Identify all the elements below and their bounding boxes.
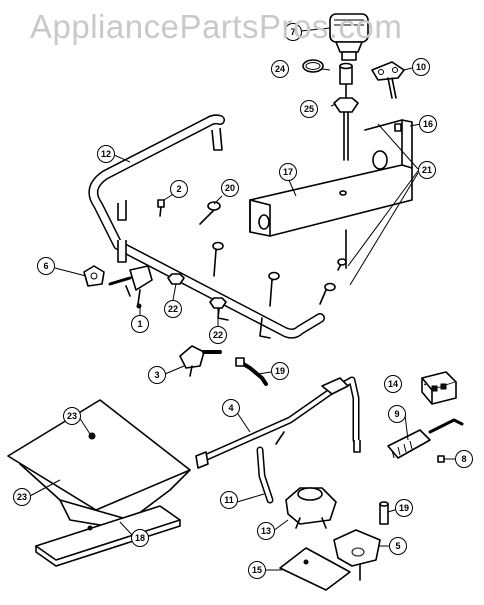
callout-15: 15 (248, 561, 266, 579)
callout-2: 2 (170, 180, 188, 198)
mounting-plate (279, 547, 351, 591)
callout-19a: 19 (271, 362, 289, 380)
callout-6: 6 (37, 257, 55, 275)
callout-21: 23 (63, 407, 81, 425)
callout-22b: 21 (418, 161, 436, 179)
callout-7: 7 (284, 23, 302, 41)
svg-text:14: 14 (388, 379, 398, 389)
svg-text:15: 15 (252, 565, 262, 575)
svg-text:1: 1 (137, 319, 142, 329)
callout-22a: 20 (221, 179, 239, 197)
callout-8: 8 (455, 450, 473, 468)
callout-9: 9 (388, 405, 406, 423)
terminal-block (421, 371, 457, 405)
callout-23a: 22 (164, 300, 182, 318)
callout-20: 23 (13, 488, 31, 506)
valve-fitting-3 (179, 345, 222, 377)
nut-23b (209, 297, 227, 309)
callout-12: 12 (97, 145, 115, 163)
burner-valve (108, 265, 153, 309)
mounting-bracket (249, 119, 413, 237)
valve-bracket (371, 61, 405, 99)
screw-8 (437, 455, 445, 463)
svg-text:23: 23 (17, 492, 27, 502)
svg-text:5: 5 (395, 541, 400, 551)
safety-valve (333, 529, 381, 581)
svg-text:19: 19 (275, 366, 285, 376)
nut-23a (167, 273, 185, 285)
leader-lines (27, 27, 455, 571)
manifold-pipe (88, 114, 325, 339)
fitting-19a (235, 357, 268, 386)
gas-tube (195, 376, 361, 469)
watermark: AppliancePartsPros.com (30, 8, 403, 45)
svg-text:3: 3 (154, 370, 159, 380)
orifice-fittings (199, 201, 347, 307)
svg-text:6: 6 (43, 261, 48, 271)
callout-10: 10 (412, 58, 430, 76)
pressure-regulator (285, 487, 337, 529)
svg-text:11: 11 (224, 495, 234, 505)
callout-16: 16 (419, 115, 437, 133)
svg-text:13: 13 (261, 526, 271, 536)
svg-text:8: 8 (461, 454, 466, 464)
valve-bracket-6 (83, 265, 105, 287)
svg-text:4: 4 (228, 403, 233, 413)
callout-17: 17 (279, 163, 297, 181)
callout-14: 14 (384, 375, 402, 393)
svg-text:23: 23 (67, 411, 77, 421)
callout-19b: 19 (395, 499, 413, 517)
svg-text:21: 21 (422, 165, 432, 175)
svg-text:20: 20 (225, 183, 235, 193)
hex-nut (333, 97, 359, 113)
igniter (387, 418, 464, 459)
regulator-tube (343, 111, 349, 161)
callout-3: 3 (148, 366, 166, 384)
callout-11: 11 (220, 491, 238, 509)
svg-text:10: 10 (416, 62, 426, 72)
regulator-stem (339, 62, 353, 85)
svg-text:16: 16 (423, 119, 433, 129)
callout-25: 25 (300, 100, 318, 118)
callouts: 7 24 10 25 16 12 2 20 17 21 6 1 22 22 3 … (13, 23, 473, 579)
svg-text:17: 17 (283, 167, 293, 177)
svg-text:25: 25 (304, 104, 314, 114)
callout-4: 4 (222, 399, 240, 417)
screw-2 (157, 199, 165, 217)
svg-text:19: 19 (399, 503, 409, 513)
callout-13: 13 (257, 522, 275, 540)
callout-24: 24 (271, 60, 289, 78)
screw-21 (88, 432, 96, 440)
svg-text:18: 18 (135, 533, 145, 543)
o-ring (302, 59, 324, 73)
svg-text:2: 2 (176, 184, 181, 194)
svg-text:7: 7 (290, 27, 295, 37)
burner-bracket-strip (35, 505, 181, 567)
svg-text:9: 9 (394, 409, 399, 419)
svg-text:22: 22 (168, 304, 178, 314)
flex-tube (256, 431, 285, 504)
callout-1: 1 (131, 315, 149, 333)
callout-23b: 22 (209, 326, 227, 344)
regulator-cap (329, 13, 369, 61)
svg-text:22: 22 (213, 330, 223, 340)
callout-5: 5 (389, 537, 407, 555)
svg-text:12: 12 (101, 149, 111, 159)
svg-text:24: 24 (275, 64, 285, 74)
callout-18: 18 (131, 529, 149, 547)
fitting-19b (379, 501, 389, 525)
